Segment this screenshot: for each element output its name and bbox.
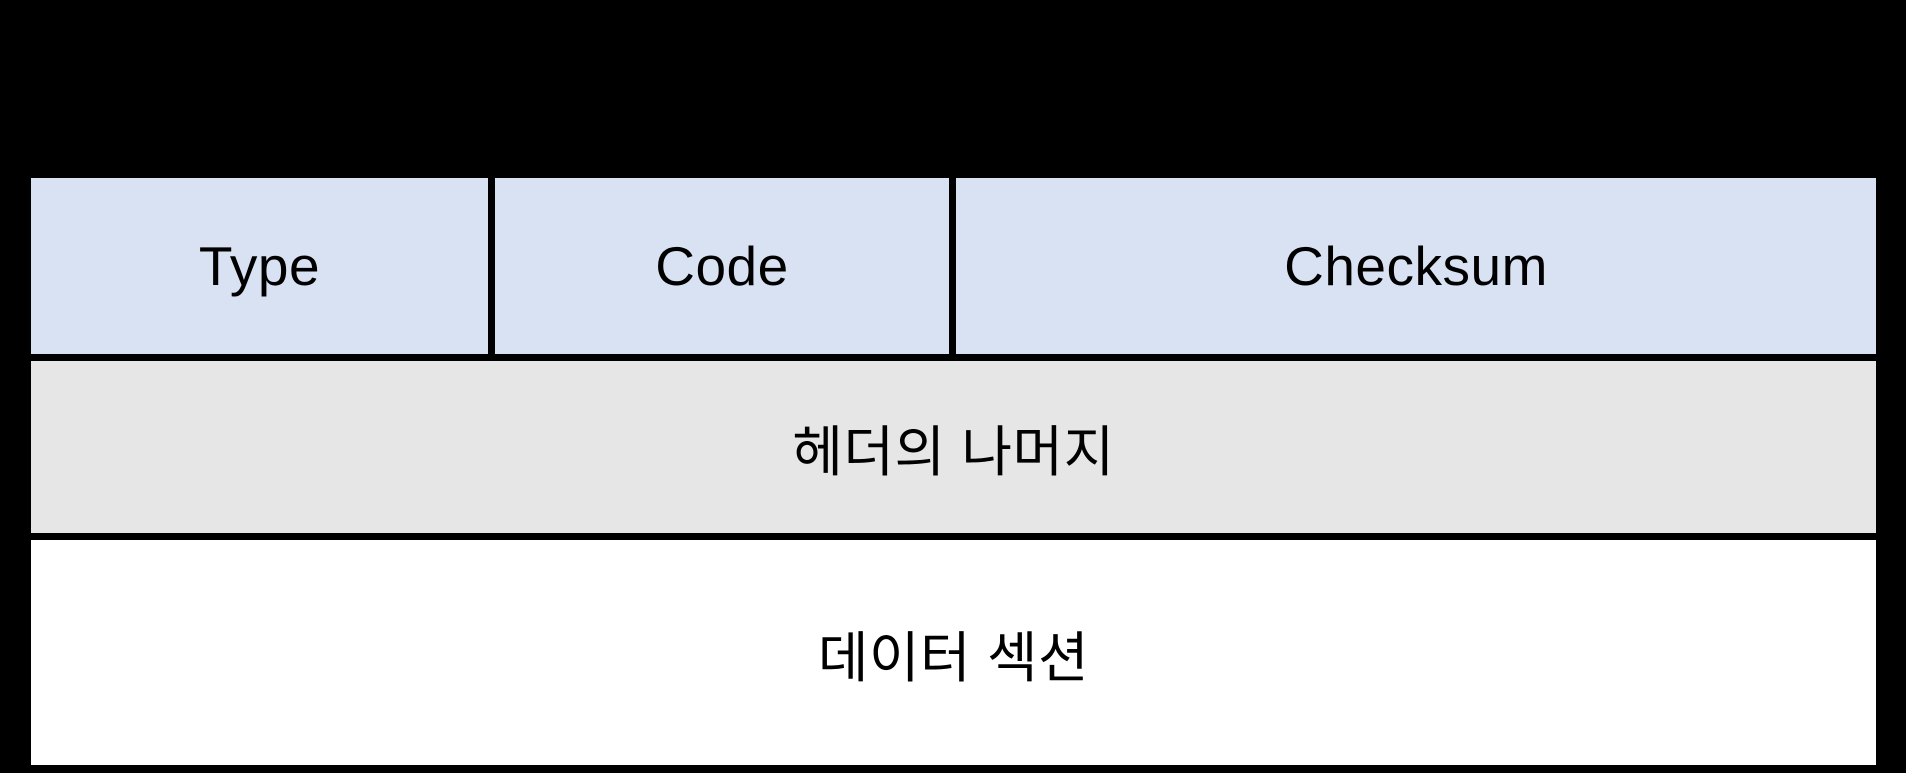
type-field-label: Type: [198, 235, 321, 297]
rest-of-header-label: 헤더의 나머지: [792, 421, 1115, 483]
checksum-field-label: Checksum: [1284, 235, 1548, 297]
packet-format-table: Type Code Checksum 헤더의 나머지 데이터 섹션: [31, 178, 1876, 765]
checksum-field-cell: Checksum: [956, 178, 1876, 354]
code-field-label: Code: [655, 235, 789, 297]
data-section-label: 데이터 섹션: [817, 626, 1090, 689]
code-field-cell: Code: [495, 178, 949, 354]
type-field-cell: Type: [31, 178, 488, 354]
data-section-cell: 데이터 섹션: [31, 540, 1876, 765]
rest-of-header-cell: 헤더의 나머지: [31, 361, 1876, 533]
